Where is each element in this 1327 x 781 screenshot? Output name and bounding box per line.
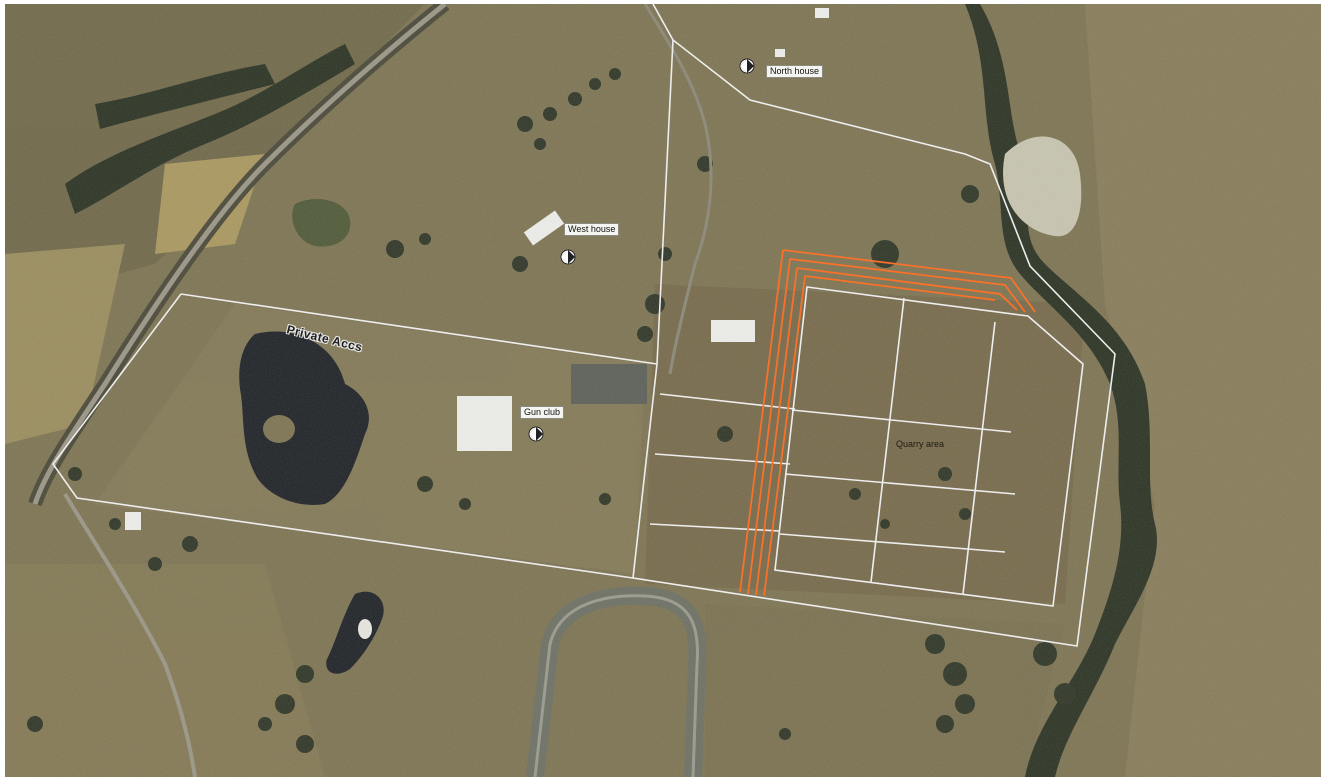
map-canvas: [5, 4, 1321, 777]
house-marker-icon[interactable]: [528, 426, 544, 442]
label-gun-club: Gun club: [520, 406, 565, 419]
imagery-grain: [5, 4, 1321, 777]
house-marker-icon[interactable]: [560, 249, 576, 265]
house-marker-icon[interactable]: [739, 58, 755, 74]
label-west-house: West house: [564, 223, 620, 236]
aerial-map[interactable]: North house West house Gun club Quarry a…: [5, 4, 1321, 777]
label-quarry-area: Quarry area: [896, 439, 945, 449]
label-north-house: North house: [766, 65, 824, 78]
